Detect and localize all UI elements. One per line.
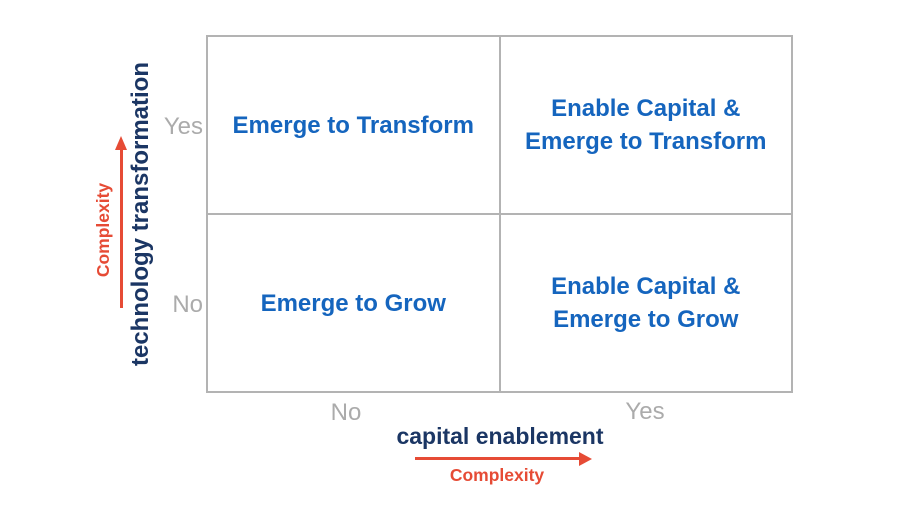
y-tick-yes: Yes xyxy=(163,113,203,140)
quadrant-label-line1: Enable Capital & xyxy=(551,95,741,122)
y-axis-arrowhead-icon xyxy=(115,136,127,150)
x-tick-no: No xyxy=(330,399,362,426)
quadrant-top-left: Emerge to Transform xyxy=(208,37,499,213)
y-axis-complexity-label: Complexity xyxy=(93,182,113,278)
quadrant-label: Emerge to Grow xyxy=(260,289,446,317)
x-axis-label: capital enablement xyxy=(396,423,604,449)
quadrant-label-line2: Emerge to Grow xyxy=(553,306,739,333)
x-axis-arrow-right-icon xyxy=(415,457,579,460)
matrix-grid: Emerge to Transform Enable Capital & Eme… xyxy=(206,35,793,393)
x-axis-arrowhead-icon xyxy=(579,451,592,466)
quadrant-label: Emerge to Transform xyxy=(232,111,474,139)
quadrant-label-line1: Enable Capital & xyxy=(551,273,741,300)
quadrant-top-right: Enable Capital & Emerge to Transform xyxy=(500,37,791,213)
quadrant-label-line2: Emerge to Transform xyxy=(525,128,767,155)
y-axis-label: technology transformation xyxy=(127,61,154,367)
quadrant-bottom-left: Emerge to Grow xyxy=(208,215,499,391)
y-tick-no: No xyxy=(172,291,203,318)
quadrant-bottom-right: Enable Capital & Emerge to Grow xyxy=(500,215,791,391)
x-axis-complexity-label: Complexity xyxy=(449,465,545,485)
y-axis-arrow-up-icon xyxy=(120,149,123,308)
x-tick-yes: Yes xyxy=(625,398,665,425)
